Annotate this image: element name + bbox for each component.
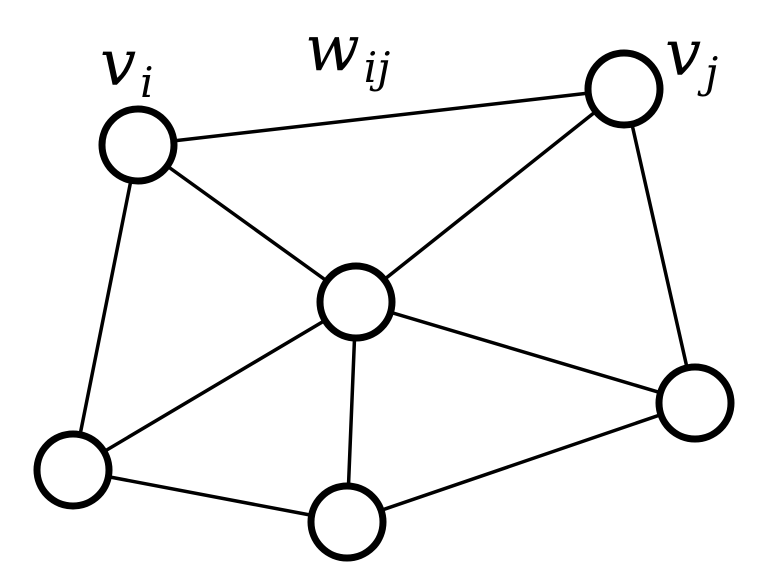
nodes-group — [33, 49, 735, 562]
node-vj — [584, 49, 664, 129]
edge-vj-center — [354, 87, 626, 304]
label-wij-sub: ij — [364, 43, 390, 92]
edge-vj-right — [622, 87, 697, 405]
edge-vi-center — [136, 143, 358, 304]
label-vi-base: v — [100, 27, 136, 101]
node-center — [316, 262, 396, 342]
node-vi — [98, 105, 178, 185]
label-vi: vi — [100, 27, 154, 107]
edge-center-left-bottom — [71, 300, 358, 472]
label-vj: vj — [665, 17, 718, 97]
edge-vi-vj — [136, 87, 626, 147]
edge-left-bottom-bottom — [71, 468, 349, 524]
edge-vi-left-bottom — [71, 143, 140, 472]
node-bottom — [307, 482, 387, 562]
label-vj-base: v — [665, 17, 701, 91]
node-left-bottom — [33, 430, 113, 510]
edge-bottom-right — [345, 401, 697, 524]
label-vi-sub: i — [140, 58, 153, 107]
edge-center-right — [354, 300, 697, 405]
label-wij: wij — [305, 12, 390, 92]
label-wij-base: w — [305, 12, 360, 86]
node-right — [655, 363, 735, 443]
edges-group — [71, 87, 697, 524]
